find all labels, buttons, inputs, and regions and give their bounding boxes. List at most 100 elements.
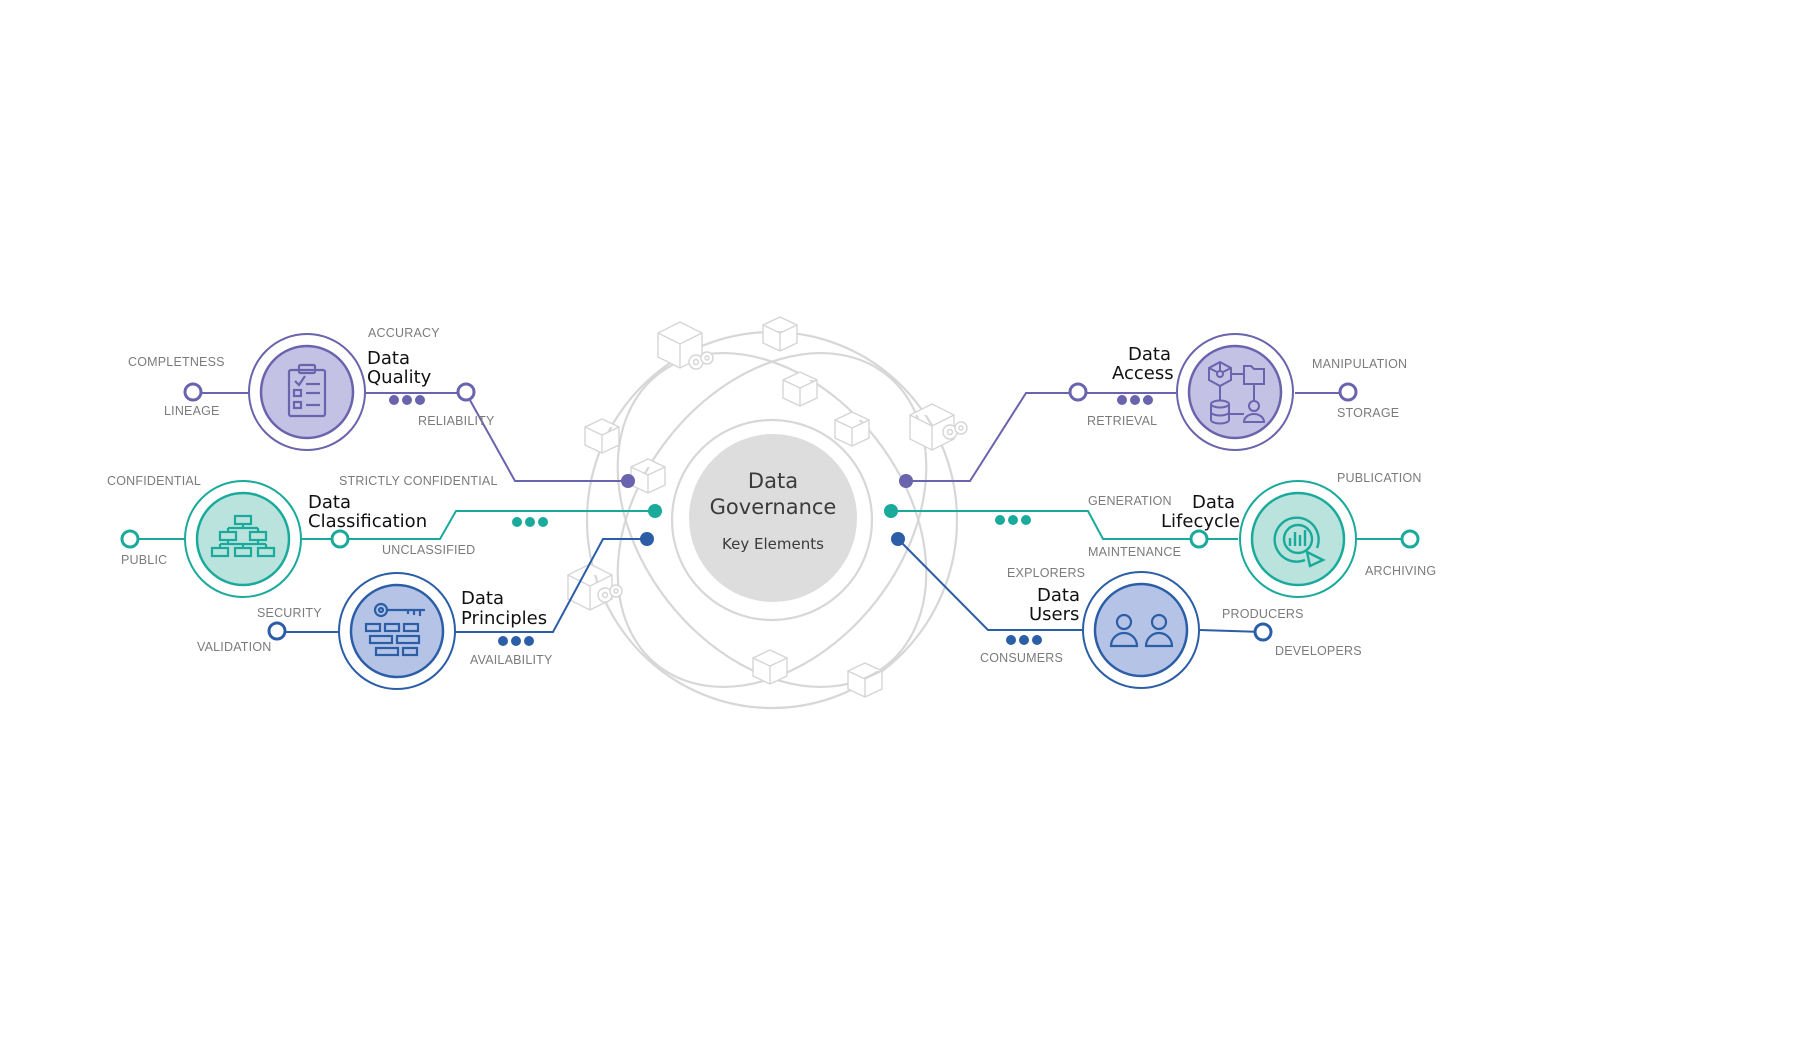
node-data-classification: Data Classification CONFIDENTIAL PUBLIC … (107, 474, 498, 598)
users-label-outer-top: PRODUCERS (1222, 607, 1304, 621)
port-quality (621, 474, 635, 488)
gear-icon (597, 584, 623, 603)
users-inner-disc (1093, 582, 1189, 678)
principles-title-line1: Data (461, 588, 504, 609)
clipboard-checklist-icon (287, 363, 327, 418)
access-label-inner: RETRIEVAL (1087, 414, 1157, 428)
principles-title-line2: Principles (461, 608, 547, 629)
port-lifecycle (884, 504, 898, 518)
endpoint-classification-inner (330, 529, 350, 549)
connector-users (897, 538, 1264, 633)
quality-label-inner: RELIABILITY (418, 414, 495, 428)
connector-lines (130, 392, 1410, 633)
endpoint-classification-outer (120, 529, 140, 549)
dots-classification (512, 517, 548, 527)
endpoint-users-outer (1253, 622, 1273, 642)
cube-icon (909, 403, 955, 451)
cycle-chart-icon (1273, 516, 1326, 568)
access-title-line1: Data (1128, 344, 1171, 365)
cube-icon (584, 418, 620, 454)
endpoint-lifecycle-outer (1400, 529, 1420, 549)
classification-label-outer-bottom: PUBLIC (121, 553, 167, 567)
key-bricks-icon (364, 602, 425, 657)
hub-title-line1: Data (748, 469, 798, 493)
users-title-line2: Users (1029, 604, 1079, 625)
hub-title-line2: Governance (710, 495, 837, 519)
gear-icon (942, 421, 968, 440)
decorative-cubes (567, 316, 968, 698)
cube-icon (834, 411, 870, 447)
endpoint-lifecycle-inner (1189, 529, 1209, 549)
classification-inner-disc (195, 491, 291, 587)
network-database-user-icon (1208, 360, 1266, 425)
lifecycle-inner-disc (1250, 491, 1346, 587)
access-label-outer-top: MANIPULATION (1312, 357, 1407, 371)
classification-label-outer-top: CONFIDENTIAL (107, 474, 201, 488)
access-label-outer-bottom: STORAGE (1337, 406, 1399, 420)
cube-icon (847, 662, 883, 698)
node-data-access: Data Access RETRIEVAL MANIPULATION STORA… (1087, 333, 1407, 451)
connector-principles (277, 538, 647, 633)
classification-title-line2: Classification (308, 511, 427, 532)
users-title-line1: Data (1037, 585, 1080, 606)
port-users (891, 532, 905, 546)
quality-title-line2: Quality (367, 367, 432, 388)
cube-icon (752, 649, 788, 685)
users-label-top: EXPLORERS (1007, 566, 1085, 580)
hub-circle (689, 434, 857, 602)
quality-label-outer-bottom: LINEAGE (164, 404, 220, 418)
dots-lifecycle (995, 515, 1031, 525)
classification-label-inner-bottom: UNCLASSIFIED (382, 543, 475, 557)
endpoint-principles-outer (267, 621, 287, 641)
lifecycle-label-top: PUBLICATION (1337, 471, 1422, 485)
node-data-quality: Data Quality ACCURACY COMPLETNESS LINEAG… (128, 326, 495, 451)
principles-label-outer-top: SECURITY (257, 606, 322, 620)
users-icon (1109, 613, 1174, 648)
principles-label-inner: AVAILABILITY (470, 653, 553, 667)
dots-quality (389, 395, 425, 405)
classification-label-inner-top: STRICTLY CONFIDENTIAL (339, 474, 498, 488)
hierarchy-chart-icon (210, 514, 276, 558)
principles-label-outer-bottom: VALIDATION (197, 640, 271, 654)
port-classification (648, 504, 662, 518)
classification-title-line1: Data (308, 492, 351, 513)
cube-icon (630, 458, 666, 494)
quality-label-outer-top: COMPLETNESS (128, 355, 225, 369)
quality-label-top: ACCURACY (368, 326, 440, 340)
lifecycle-title-line2: Lifecycle (1161, 511, 1240, 532)
endpoint-access-inner (1068, 382, 1088, 402)
dots-access (1117, 395, 1153, 405)
node-data-lifecycle: Data Lifecycle GENERATION MAINTENANCE PU… (1088, 471, 1436, 598)
node-data-users: Data Users EXPLORERS CONSUMERS PRODUCERS… (980, 566, 1362, 689)
endpoint-rings (120, 382, 1420, 642)
hub: Data Governance Key Elements (689, 434, 857, 602)
dots-users (1006, 635, 1042, 645)
endpoint-quality-outer (183, 382, 203, 402)
cube-icon (762, 316, 798, 352)
access-inner-disc (1187, 344, 1283, 440)
hub-ports (621, 474, 913, 546)
orbit-ring-inner (670, 418, 874, 622)
ellipsis-dots (389, 395, 1153, 646)
lifecycle-title-line1: Data (1192, 492, 1235, 513)
lifecycle-label-inner-top: GENERATION (1088, 494, 1172, 508)
quality-title-line1: Data (367, 348, 410, 369)
lifecycle-label-outer-bottom: ARCHIVING (1365, 564, 1436, 578)
users-label-inner: CONSUMERS (980, 651, 1063, 665)
dots-principles (498, 636, 534, 646)
users-label-outer-bottom: DEVELOPERS (1275, 644, 1362, 658)
gear-icon (688, 351, 714, 370)
cube-icon (782, 371, 818, 407)
endpoint-quality-inner (456, 382, 476, 402)
node-data-principles: Data Principles SECURITY VALIDATION AVAI… (197, 572, 553, 690)
endpoint-access-outer (1338, 382, 1358, 402)
orbit-ring-left-tilt (616, 351, 928, 689)
orbit-ring-right-tilt (616, 351, 928, 689)
hub-subtitle: Key Elements (722, 535, 824, 553)
port-principles (640, 532, 654, 546)
access-title-line2: Access (1112, 363, 1174, 384)
port-access (899, 474, 913, 488)
lifecycle-label-inner-bottom: MAINTENANCE (1088, 545, 1181, 559)
